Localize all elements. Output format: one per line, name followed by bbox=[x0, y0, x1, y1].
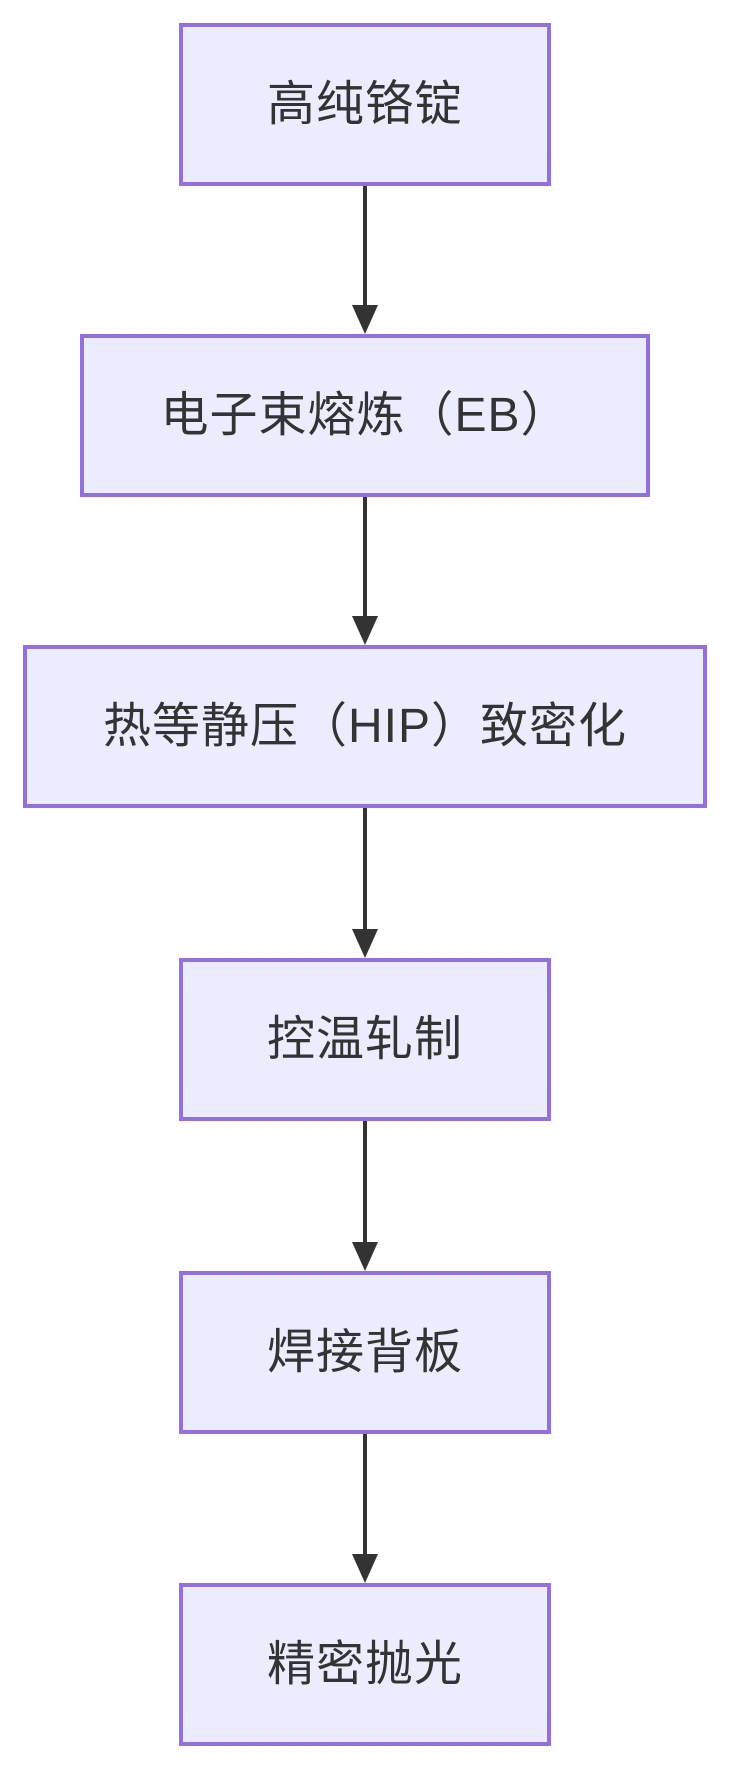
flow-arrow bbox=[352, 808, 378, 958]
node-hip-densification: 热等静压（HIP）致密化 bbox=[23, 645, 707, 808]
arrow-line bbox=[363, 186, 367, 308]
arrow-line bbox=[363, 808, 367, 932]
arrowhead-icon bbox=[352, 929, 378, 958]
arrowhead-icon bbox=[352, 305, 378, 334]
arrowhead-icon bbox=[352, 616, 378, 645]
node-temperature-controlled-rolling: 控温轧制 bbox=[179, 958, 551, 1121]
flow-arrow bbox=[352, 497, 378, 645]
node-label: 控温轧制 bbox=[266, 1012, 463, 1066]
arrow-line bbox=[363, 497, 367, 619]
arrowhead-icon bbox=[352, 1242, 378, 1271]
node-label: 电子束熔炼（EB） bbox=[160, 388, 570, 442]
node-backing-plate-welding: 焊接背板 bbox=[179, 1271, 551, 1434]
flow-arrow bbox=[352, 1121, 378, 1271]
flow-arrow bbox=[352, 1434, 378, 1583]
arrow-line bbox=[363, 1434, 367, 1557]
node-label: 焊接背板 bbox=[266, 1325, 463, 1379]
node-label: 热等静压（HIP）致密化 bbox=[102, 699, 628, 753]
node-label: 高纯铬锭 bbox=[266, 77, 463, 131]
node-precision-polishing: 精密抛光 bbox=[179, 1583, 551, 1746]
node-high-purity-cr-ingot: 高纯铬锭 bbox=[179, 23, 551, 186]
node-label: 精密抛光 bbox=[266, 1637, 463, 1691]
flow-arrow bbox=[352, 186, 378, 334]
arrowhead-icon bbox=[352, 1554, 378, 1583]
node-electron-beam-melting: 电子束熔炼（EB） bbox=[80, 334, 650, 497]
arrow-line bbox=[363, 1121, 367, 1245]
